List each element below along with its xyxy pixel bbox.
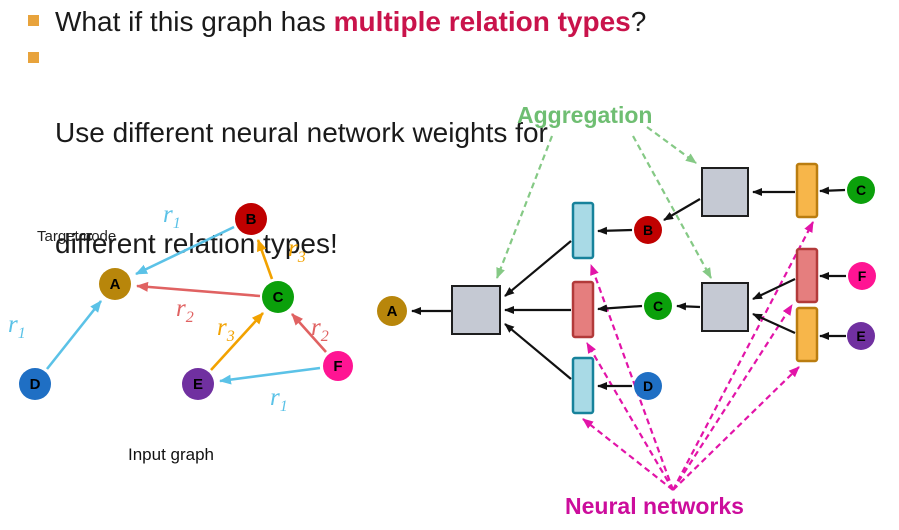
input-graph-caption: Input graph bbox=[128, 445, 214, 464]
neural-networks-label: Neural networks bbox=[565, 493, 744, 519]
relation-subscript: 3 bbox=[226, 328, 235, 345]
edge-label-r2-c-to-a: r2 bbox=[176, 295, 194, 326]
node-f-label: F bbox=[333, 358, 342, 375]
bullet-square-icon bbox=[28, 52, 39, 63]
bullet-2-line-1: Use different neural network weights for bbox=[55, 117, 548, 148]
node-a bbox=[99, 268, 131, 300]
arrow-lowerbox-to-c bbox=[676, 302, 701, 311]
edge-r1-d-to-a bbox=[45, 300, 103, 370]
relation-subscript: 2 bbox=[321, 328, 329, 345]
aggregation-box-upper bbox=[701, 167, 749, 217]
relation-symbol: r bbox=[8, 311, 18, 338]
aggregation-box-lower bbox=[701, 282, 749, 332]
aggregation-pointer-arrow-2 bbox=[646, 126, 697, 164]
bullet-1-pre: What if this graph has bbox=[55, 6, 334, 37]
comp-node-e-label: E bbox=[856, 328, 865, 344]
nn-pointer-arrow-3 bbox=[582, 418, 674, 491]
relation-symbol: r bbox=[163, 201, 173, 228]
nn-pointer-arrow-6 bbox=[672, 221, 814, 491]
nn-box-r3-c bbox=[795, 162, 819, 219]
input-graph: A B C D E F Target node Input graph r1 r… bbox=[8, 201, 353, 464]
comp-node-c2 bbox=[847, 176, 875, 204]
comp-node-c bbox=[644, 292, 672, 320]
node-b bbox=[235, 203, 267, 235]
edge-label-r2-f-to-c: r2 bbox=[311, 314, 329, 345]
nn-pointer-arrow-5 bbox=[672, 304, 793, 491]
edge-r1-b-to-a bbox=[135, 225, 235, 276]
edge-label-r1-f-to-e: r1 bbox=[270, 384, 288, 415]
nn-pointer-arrow-2 bbox=[586, 342, 674, 491]
nn-box-r1-b bbox=[571, 201, 595, 260]
relation-subscript: 1 bbox=[173, 215, 181, 232]
edge-label-r1-b-to-a: r1 bbox=[163, 201, 181, 232]
node-f bbox=[323, 351, 353, 381]
bullet-square-icon bbox=[28, 15, 39, 26]
arrow-c-to-nn2 bbox=[597, 304, 643, 313]
comp-node-b bbox=[634, 216, 662, 244]
node-c-label: C bbox=[273, 289, 284, 306]
node-e bbox=[182, 368, 214, 400]
nn-box-r2-c bbox=[571, 280, 595, 339]
comp-node-c2-label: C bbox=[856, 182, 866, 198]
node-e-label: E bbox=[193, 376, 203, 393]
arrow-upperbox-to-b bbox=[663, 198, 701, 221]
arrow-nn1-to-aggbox bbox=[504, 240, 572, 297]
comp-node-c-label: C bbox=[653, 298, 663, 314]
aggregation-label: Aggregation bbox=[517, 102, 652, 128]
edge-r2-c-to-a bbox=[136, 281, 261, 298]
target-node-label: Target node bbox=[37, 228, 116, 245]
arrow-nn3-to-aggbox bbox=[504, 323, 572, 380]
comp-node-a-label: A bbox=[387, 303, 398, 320]
comp-node-f bbox=[848, 262, 876, 290]
comp-node-b-label: B bbox=[643, 222, 653, 238]
aggregation-pointer-arrow-1 bbox=[495, 135, 554, 279]
arrow-nn6-to-lowerbox bbox=[752, 312, 796, 335]
computation-graph: A B C D C F E Aggregation Neural network… bbox=[377, 102, 876, 519]
bullet-1-text: What if this graph has multiple relation… bbox=[55, 3, 646, 40]
comp-node-d bbox=[634, 372, 662, 400]
node-d bbox=[19, 368, 51, 400]
bullet-1-highlight: multiple relation types bbox=[333, 6, 631, 37]
relation-symbol: r bbox=[288, 235, 298, 262]
comp-node-e bbox=[847, 322, 875, 350]
bullet-item-1: What if this graph has multiple relation… bbox=[28, 3, 646, 40]
edge-r1-f-to-e bbox=[219, 366, 321, 385]
edge-label-r3-e-to-c: r3 bbox=[217, 314, 235, 345]
nn-box-r3-e bbox=[795, 306, 819, 363]
relation-subscript: 1 bbox=[18, 325, 26, 342]
node-d-label: D bbox=[30, 376, 41, 393]
edge-label-r3-c-to-b: r3 bbox=[288, 235, 306, 266]
comp-node-d-label: D bbox=[643, 378, 653, 394]
arrow-c2-to-nn4 bbox=[819, 186, 846, 195]
comp-node-a bbox=[377, 296, 407, 326]
relation-symbol: r bbox=[217, 314, 227, 341]
relation-symbol: r bbox=[176, 295, 186, 322]
relation-subscript: 1 bbox=[280, 398, 288, 415]
node-a-label: A bbox=[110, 276, 121, 293]
arrow-nn5-to-lowerbox bbox=[752, 278, 796, 300]
arrow-b-to-nn1 bbox=[597, 226, 633, 235]
nn-box-r1-d bbox=[571, 356, 595, 415]
nn-pointer-arrow-4 bbox=[672, 366, 800, 491]
aggregation-pointer-arrow-3 bbox=[632, 135, 712, 279]
relation-subscript: 2 bbox=[186, 309, 194, 326]
edge-r3-c-to-b bbox=[256, 239, 274, 280]
node-c bbox=[262, 281, 294, 313]
relation-symbol: r bbox=[270, 384, 280, 411]
nn-box-r2-f bbox=[795, 247, 819, 304]
edge-label-r1-d-to-a: r1 bbox=[8, 311, 26, 342]
edge-r2-f-to-c bbox=[291, 313, 327, 353]
aggregation-box-main bbox=[451, 285, 501, 335]
bullet-1-post: ? bbox=[630, 6, 647, 37]
node-b-label: B bbox=[246, 211, 257, 228]
comp-node-f-label: F bbox=[858, 268, 867, 284]
relation-subscript: 3 bbox=[297, 249, 306, 266]
edge-r3-e-to-c bbox=[210, 312, 264, 371]
relation-symbol: r bbox=[311, 314, 321, 341]
